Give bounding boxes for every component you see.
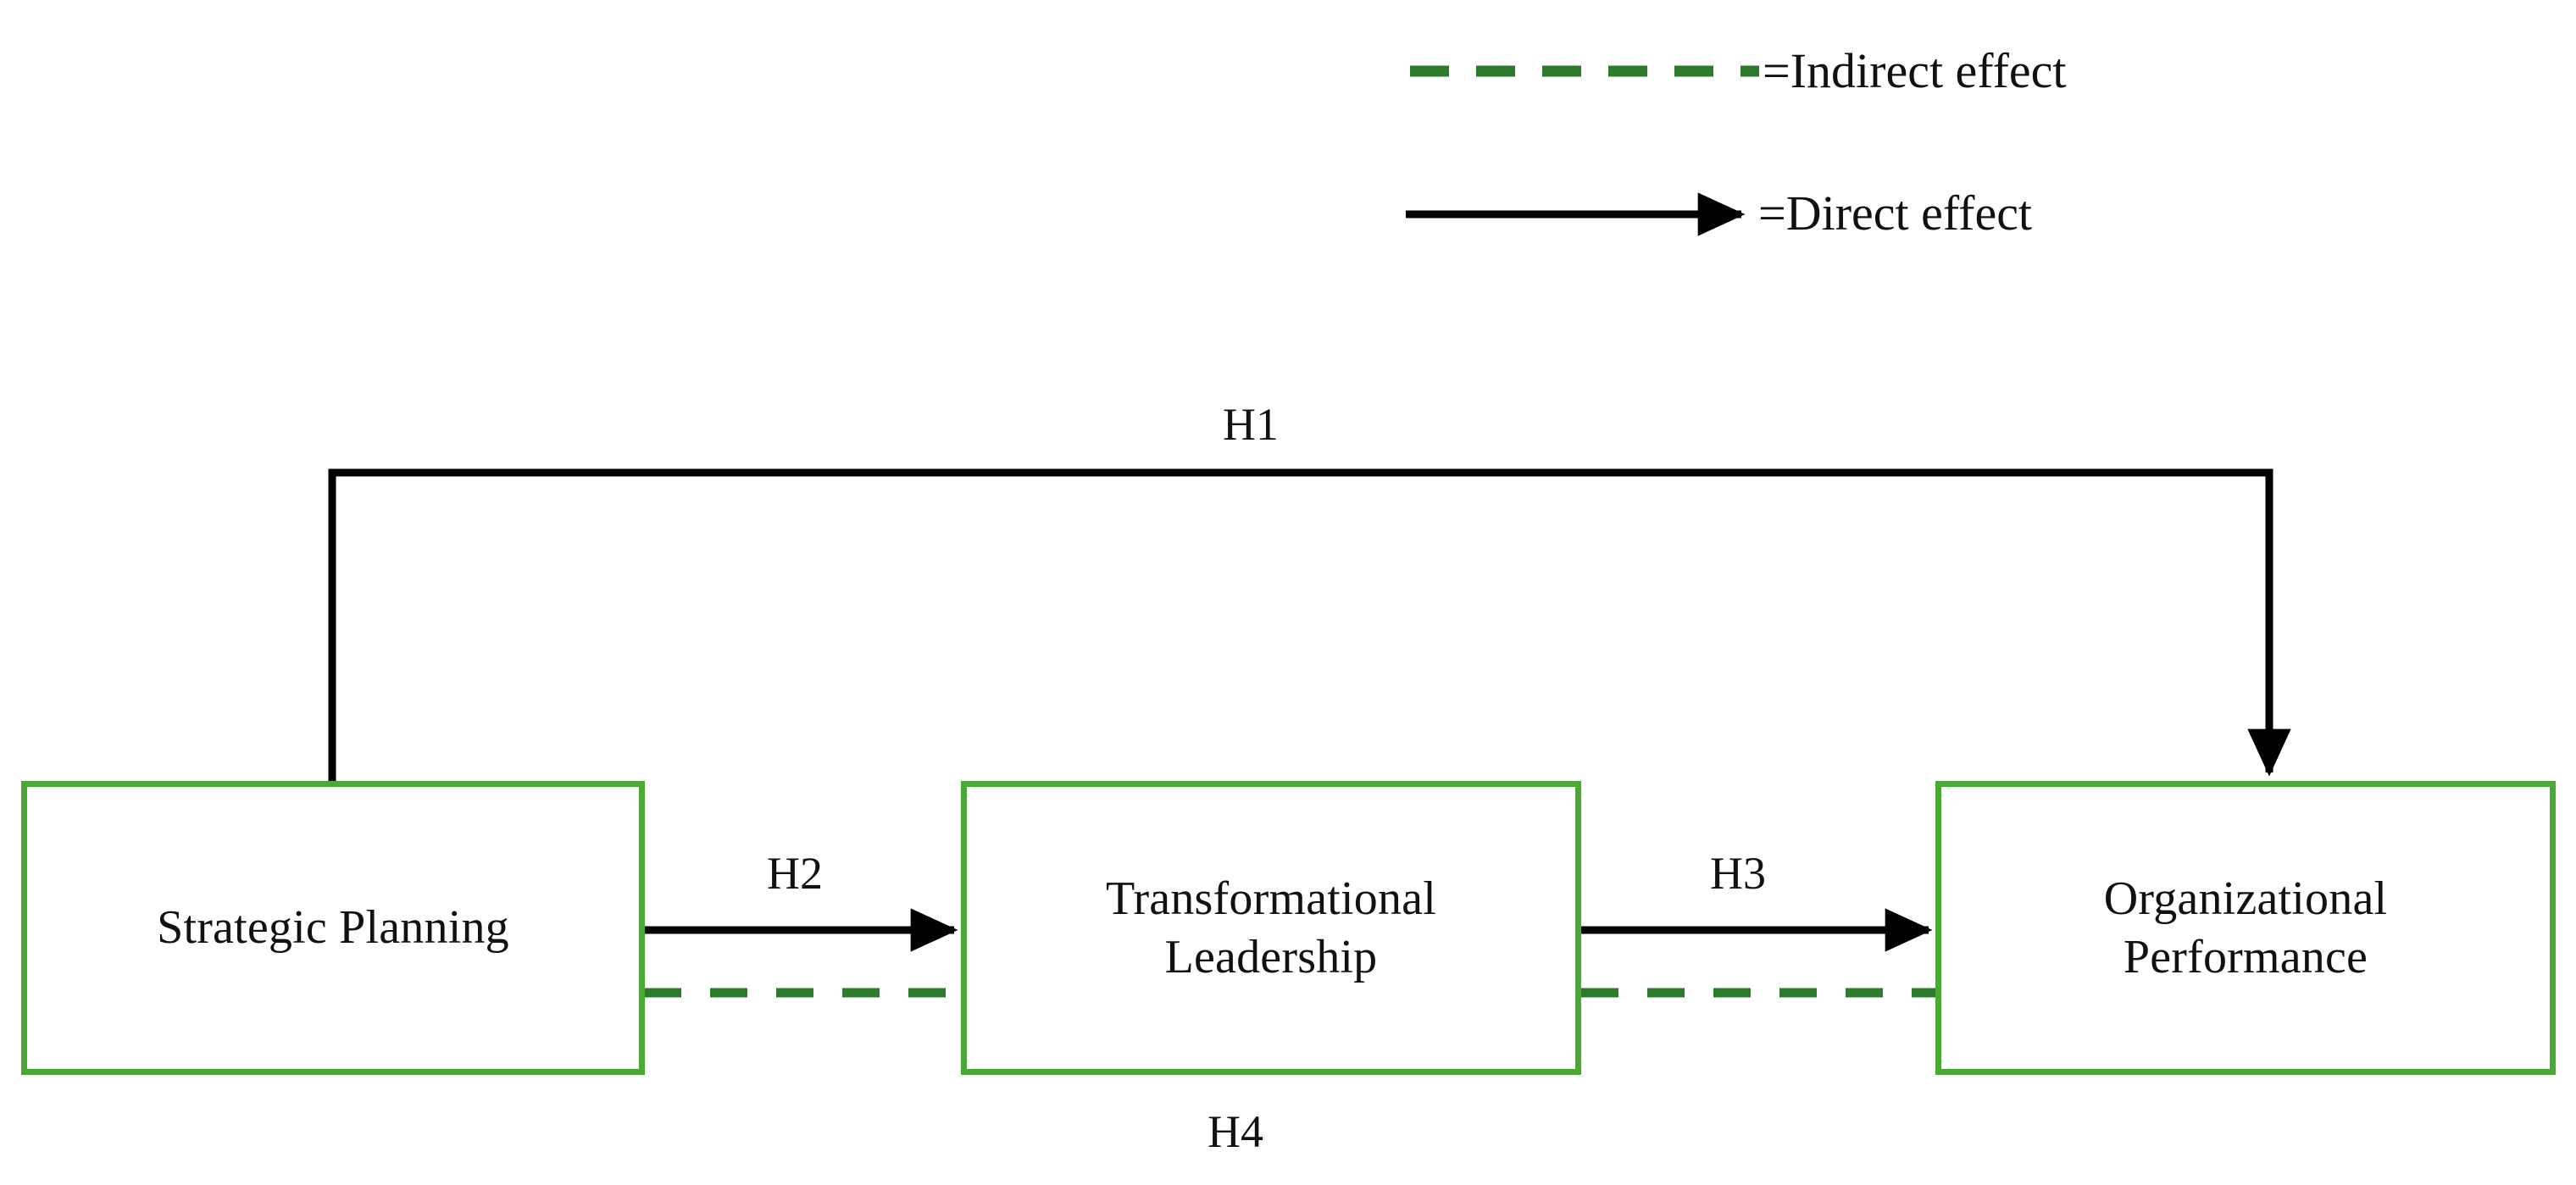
path-label-h1: H1 bbox=[1223, 399, 1279, 450]
direct-effect-arrow-icon bbox=[1402, 186, 1758, 241]
legend-item-direct-effect: =Direct effect bbox=[1402, 185, 2032, 241]
legend-label-indirect-effect: =Indirect effect bbox=[1763, 43, 2067, 98]
node-organizational-performance: Organizational Performance bbox=[1935, 781, 2556, 1075]
node-label-strategic-planning: Strategic Planning bbox=[157, 901, 509, 955]
indirect-effect-line-icon bbox=[1407, 44, 1763, 98]
node-strategic-planning: Strategic Planning bbox=[21, 781, 645, 1075]
node-transformational-leadership: Transformational Leadership bbox=[961, 781, 1581, 1075]
legend-label-direct-effect: =Direct effect bbox=[1758, 186, 2033, 241]
path-label-h2: H2 bbox=[767, 848, 823, 899]
path-label-h4: H4 bbox=[1208, 1106, 1263, 1157]
path-h1 bbox=[328, 468, 2291, 788]
node-label-transformational-leadership: Transformational Leadership bbox=[1106, 872, 1436, 983]
legend-item-indirect-effect: =Indirect effect bbox=[1407, 42, 2066, 99]
path-label-h3: H3 bbox=[1710, 848, 1766, 899]
node-label-organizational-performance: Organizational Performance bbox=[2103, 872, 2388, 983]
